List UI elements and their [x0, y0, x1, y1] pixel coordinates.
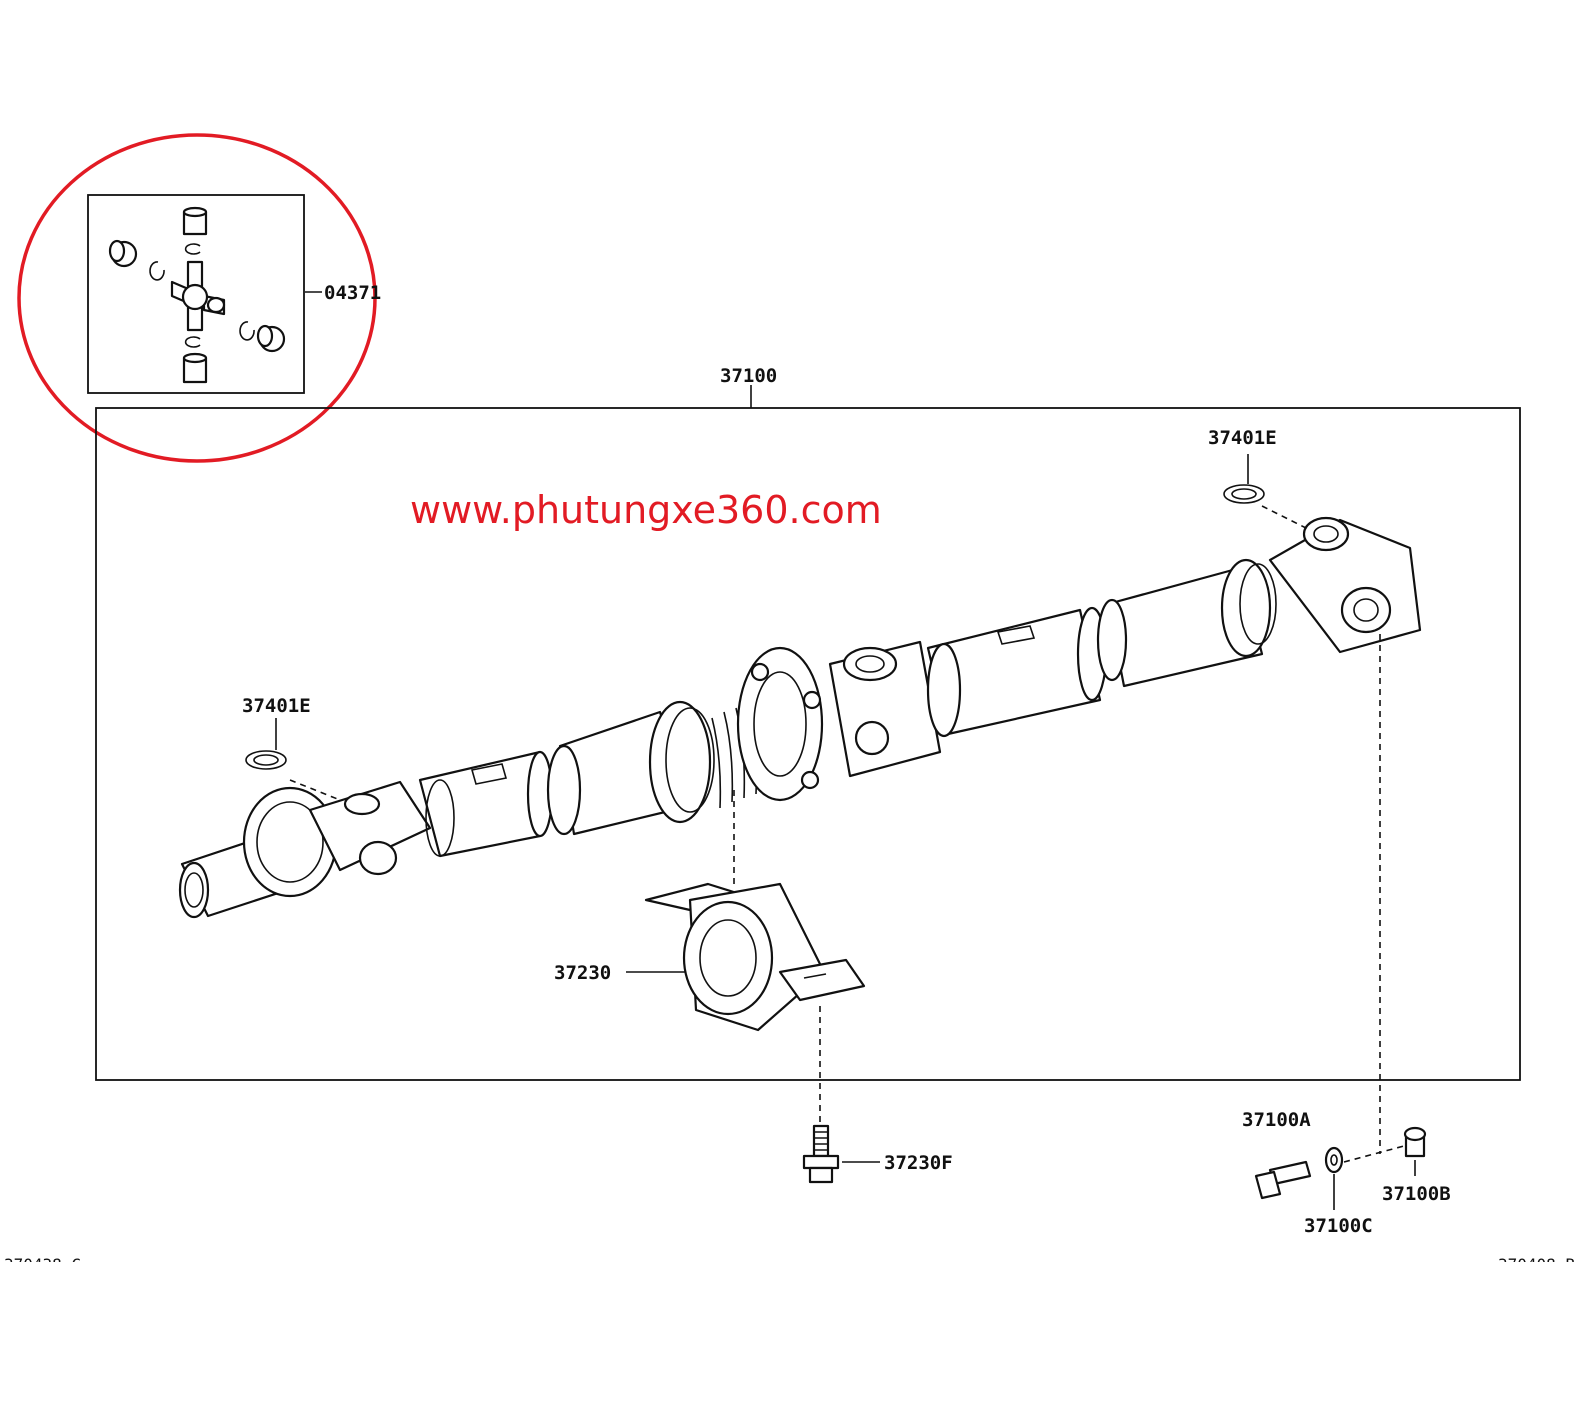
callout-snap-ring-front: 37401E	[242, 695, 311, 717]
callout-center-support-bearing: 37230	[554, 962, 611, 984]
support-bolt	[802, 1124, 840, 1184]
assembly-box	[95, 407, 1521, 1081]
callout-flange-bolt: 37100A	[1242, 1109, 1311, 1131]
watermark: www.phutungxe360.com	[410, 488, 882, 532]
center-flange-yoke	[736, 606, 1108, 802]
callout-flange-nut: 37100B	[1382, 1183, 1451, 1205]
highlight-circle	[17, 133, 377, 463]
callout-universal-joint-kit: 04371	[324, 282, 381, 304]
callout-support-bolt: 37230F	[884, 1152, 953, 1174]
front-shaft	[178, 750, 554, 919]
callout-propeller-shaft: 37100	[720, 365, 777, 387]
universal-joint-spider	[108, 206, 286, 384]
flange-nut	[1403, 1126, 1427, 1158]
inset-box	[87, 194, 305, 394]
callout-washer: 37100C	[1304, 1215, 1373, 1237]
center-support-bearing	[644, 790, 866, 1032]
flange-bolt	[1254, 1160, 1312, 1200]
callout-snap-ring-rear: 37401E	[1208, 427, 1277, 449]
washer	[1324, 1146, 1344, 1174]
middle-tube	[546, 700, 758, 836]
rear-shaft	[1096, 516, 1422, 688]
